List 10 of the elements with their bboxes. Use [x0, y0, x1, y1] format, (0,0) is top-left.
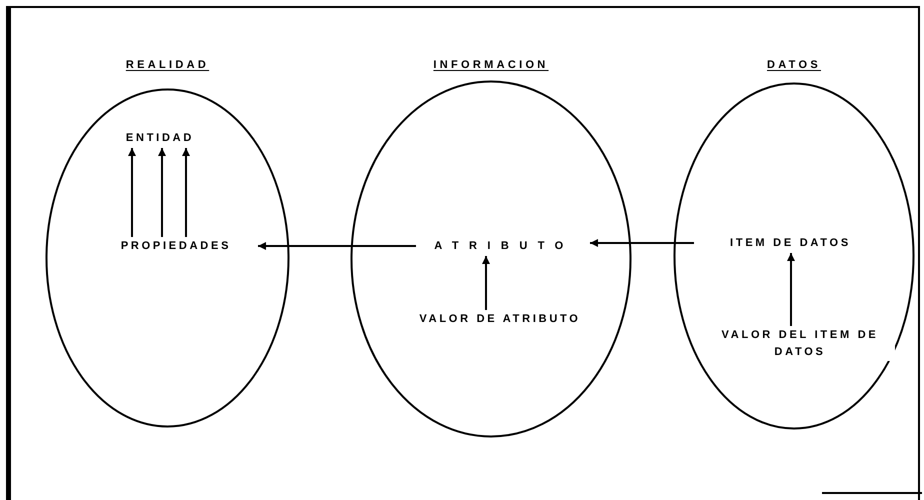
- arrow: [128, 148, 136, 237]
- heading: INFORMACION: [433, 59, 549, 71]
- arrow: [482, 256, 490, 310]
- arrow: [158, 148, 166, 237]
- arrow: [258, 242, 416, 250]
- arrow: [787, 253, 795, 326]
- arrow: [590, 239, 694, 247]
- heading: REALIDAD: [126, 59, 210, 71]
- heading: DATOS: [767, 59, 821, 71]
- arrow: [182, 148, 190, 237]
